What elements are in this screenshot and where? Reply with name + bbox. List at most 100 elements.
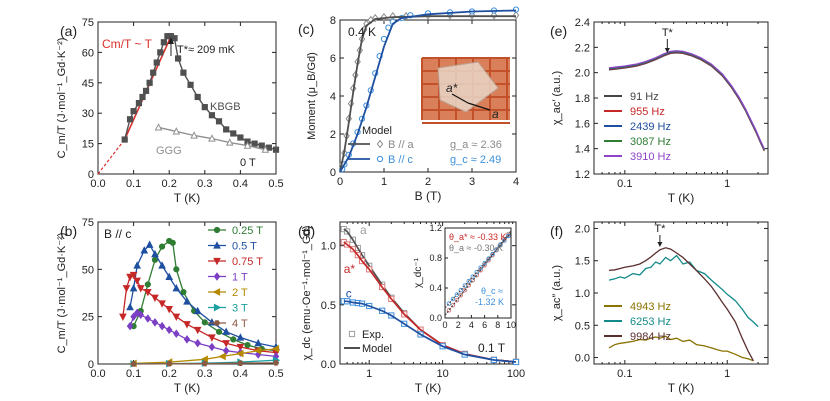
data-point xyxy=(213,303,222,312)
data-point xyxy=(236,333,245,341)
series-label-a: a xyxy=(360,223,367,237)
x-tick-label: 0.2 xyxy=(162,178,177,190)
data-point xyxy=(223,126,230,133)
data-point xyxy=(119,313,127,321)
x-tick-label: 10 xyxy=(436,368,448,380)
data-point xyxy=(208,134,216,142)
x-tick-label: 0.1 xyxy=(617,178,632,190)
data-point xyxy=(194,93,201,101)
legend-entry: 0.5 T xyxy=(232,241,257,253)
data-point xyxy=(158,243,166,250)
panel-label: (a) xyxy=(60,23,77,39)
inset-y-tick-label: 0.4 xyxy=(429,283,442,293)
data-point xyxy=(137,310,144,319)
x-tick-label: 0.1 xyxy=(126,178,141,190)
data-point xyxy=(144,281,151,288)
legend-entry: 91 Hz xyxy=(630,91,659,103)
data-point xyxy=(180,288,187,296)
x-axis-label: T (K) xyxy=(668,381,694,395)
data-point xyxy=(173,329,180,338)
x-tick-label: 0.5 xyxy=(268,368,283,380)
series-line xyxy=(608,335,754,362)
legend-g-factor: g_a ≈ 2.36 xyxy=(450,139,502,151)
data-point xyxy=(166,361,173,367)
x-tick-label: 4 xyxy=(513,176,519,188)
data-point xyxy=(494,247,499,252)
field-annotation: 0.1 T xyxy=(478,341,506,355)
y-tick-label: 0.5 xyxy=(575,320,590,332)
y-tick-label: 75 xyxy=(82,217,94,229)
x-tick-label: 0.3 xyxy=(197,178,212,190)
data-point xyxy=(244,341,251,349)
a-star-label: a* xyxy=(446,81,458,95)
data-point xyxy=(130,108,137,115)
data-point xyxy=(193,306,202,315)
data-point xyxy=(122,285,131,293)
data-point xyxy=(208,112,216,119)
data-point xyxy=(144,314,152,323)
data-point xyxy=(450,296,456,302)
inset-y-tick-label: 0.0 xyxy=(429,313,442,323)
legend-g-factor: g_c ≈ 2.49 xyxy=(450,154,501,166)
model-line xyxy=(339,9,517,173)
theta-a-label: θ_a ≈ -0.30 K xyxy=(449,243,503,253)
data-point xyxy=(215,328,223,335)
series-label-kbgb: KBGB xyxy=(210,101,241,113)
y-tick-label: 15 xyxy=(82,139,94,151)
data-point xyxy=(151,294,159,303)
data-point xyxy=(454,298,460,303)
x-tick-label: 0.2 xyxy=(162,368,177,380)
data-point xyxy=(208,334,216,342)
crystal-shape xyxy=(437,61,499,113)
data-point xyxy=(160,39,167,46)
data-point xyxy=(183,335,191,344)
y-tick-label: 1.4 xyxy=(575,144,590,156)
x-tick-label: 1 xyxy=(381,176,387,188)
data-point xyxy=(158,321,166,331)
data-point xyxy=(254,338,263,347)
data-point xyxy=(237,360,244,366)
x-tick-label: 1 xyxy=(366,368,372,380)
data-point xyxy=(222,346,230,355)
x-tick-label: 1 xyxy=(724,368,730,380)
data-point xyxy=(486,256,491,261)
data-point xyxy=(212,288,221,296)
y-tick-label: 45 xyxy=(82,78,94,90)
series-label-c: c xyxy=(346,287,352,301)
y-tick-label: 0 xyxy=(330,167,336,179)
x-axis-label: B (T) xyxy=(415,189,442,203)
inset-y-tick-label: 0.8 xyxy=(429,253,442,263)
y-tick-label: 0 xyxy=(88,169,94,181)
y-axis-label: χ_ac′ (a.u.) xyxy=(551,71,563,125)
data-point xyxy=(133,277,141,285)
data-point xyxy=(208,342,216,352)
data-point xyxy=(133,261,141,269)
data-point xyxy=(450,303,456,308)
data-point xyxy=(213,320,221,326)
data-point xyxy=(126,116,134,123)
data-point xyxy=(218,352,226,361)
data-point xyxy=(121,136,128,143)
theta-c-value: -1.32 K xyxy=(475,297,504,307)
legend-entry: Model xyxy=(362,343,392,355)
data-point xyxy=(183,321,191,329)
x-tick-label: 0.1 xyxy=(617,368,632,380)
model-line xyxy=(343,300,517,363)
legend-entry: 3087 Hz xyxy=(630,136,671,148)
data-point xyxy=(512,11,520,20)
a-label: a xyxy=(492,107,499,121)
data-point xyxy=(376,139,384,149)
data-point xyxy=(154,123,163,131)
data-point xyxy=(474,273,479,278)
inset-x-tick-label: 6 xyxy=(482,320,487,330)
data-point xyxy=(201,360,208,367)
data-point xyxy=(470,274,475,279)
data-point xyxy=(243,141,252,149)
data-point xyxy=(126,302,134,311)
y-axis-label: χ_ac″ (a.u.) xyxy=(551,265,563,321)
x-tick-label: 0 xyxy=(337,176,343,188)
legend-entry: 2439 Hz xyxy=(630,121,671,133)
